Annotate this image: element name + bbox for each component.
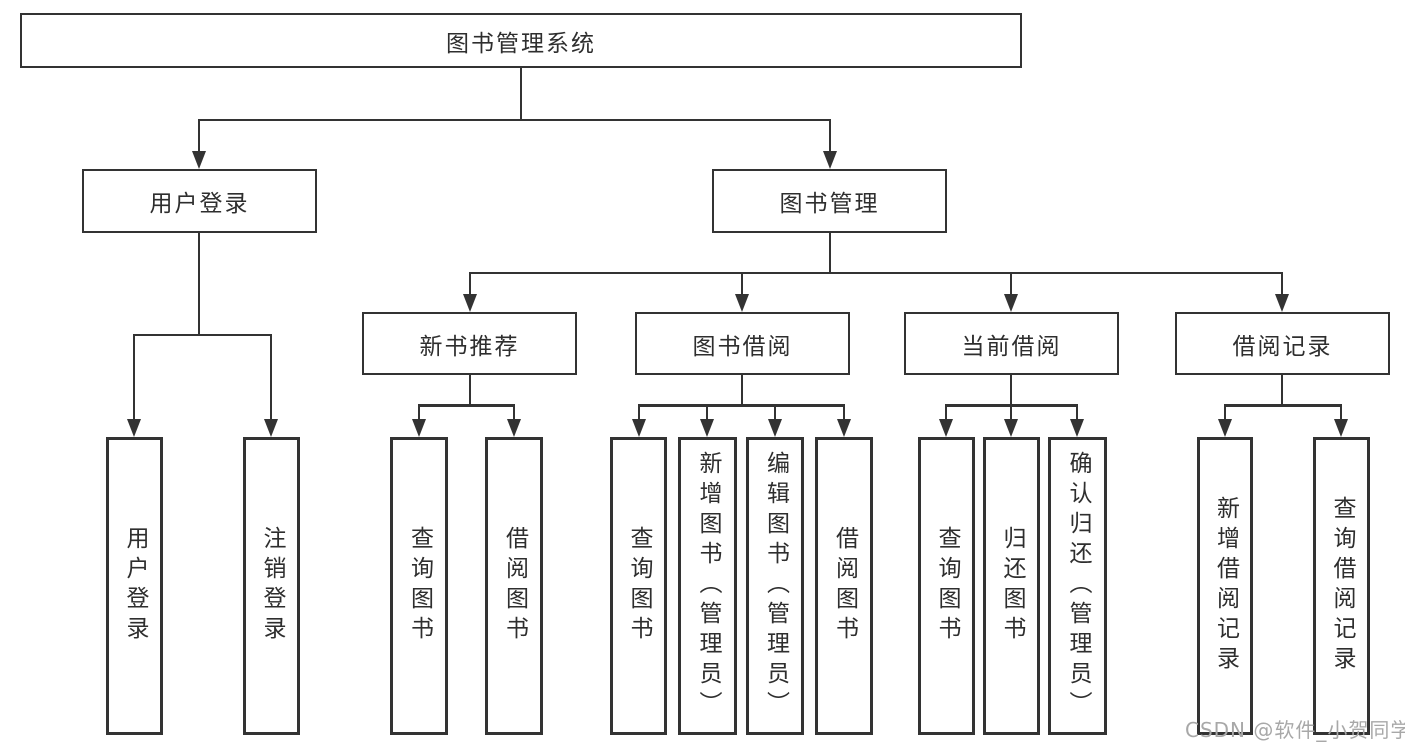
leaf-add-book-admin: 新增图书（管理员） xyxy=(678,437,737,735)
arrowhead-down-icon xyxy=(192,151,206,169)
arrowhead-down-icon xyxy=(735,294,749,312)
connector-line xyxy=(418,404,515,407)
connector-line xyxy=(843,404,845,420)
node-borrow-records: 借阅记录 xyxy=(1175,312,1390,375)
connector-line xyxy=(741,272,743,295)
leaf-logout: 注销登录 xyxy=(243,437,300,735)
leaf-label: 新增借阅记录 xyxy=(1212,496,1239,676)
arrowhead-down-icon xyxy=(412,419,426,437)
leaf-label: 用户登录 xyxy=(122,526,148,646)
connector-line xyxy=(1224,404,1342,407)
arrowhead-down-icon xyxy=(264,419,278,437)
connector-line xyxy=(638,404,640,420)
node-user-login: 用户登录 xyxy=(82,169,317,233)
leaf-label: 编辑图书（管理员） xyxy=(762,451,789,721)
connector-line xyxy=(418,404,420,420)
connector-line xyxy=(774,404,776,420)
arrowhead-down-icon xyxy=(463,294,477,312)
connector-line xyxy=(638,404,845,407)
leaf-query-books-current: 查询图书 xyxy=(918,437,975,735)
leaf-label: 归还图书 xyxy=(999,526,1025,646)
connector-line xyxy=(270,334,272,419)
leaf-label: 借阅图书 xyxy=(831,526,858,646)
leaf-label: 查询图书 xyxy=(406,526,433,646)
csdn-watermark: CSDN @软件_小贺同学 xyxy=(1185,718,1405,742)
arrowhead-down-icon xyxy=(700,419,714,437)
connector-line xyxy=(520,68,522,121)
leaf-query-borrow-record: 查询借阅记录 xyxy=(1313,437,1370,735)
connector-line xyxy=(198,119,200,151)
connector-line xyxy=(945,404,947,420)
arrowhead-down-icon xyxy=(1004,419,1018,437)
arrowhead-down-icon xyxy=(1004,294,1018,312)
connector-line xyxy=(198,233,200,336)
connector-line xyxy=(829,233,831,274)
connector-line xyxy=(1340,404,1342,420)
node-book-borrow: 图书借阅 xyxy=(635,312,850,375)
leaf-query-books-borrow: 查询图书 xyxy=(610,437,667,735)
leaf-label: 新增图书（管理员） xyxy=(695,451,721,721)
connector-line xyxy=(741,375,743,406)
arrowhead-down-icon xyxy=(507,419,521,437)
arrowhead-down-icon xyxy=(632,419,646,437)
arrowhead-down-icon xyxy=(127,419,141,437)
leaf-borrow-books-recommend: 借阅图书 xyxy=(485,437,543,735)
leaf-query-books-recommend: 查询图书 xyxy=(390,437,448,735)
connector-line xyxy=(1281,272,1283,295)
connector-line xyxy=(133,334,272,336)
leaf-label: 借阅图书 xyxy=(501,526,528,646)
leaf-label: 查询图书 xyxy=(626,526,652,646)
node-current-borrow: 当前借阅 xyxy=(904,312,1119,375)
arrowhead-down-icon xyxy=(1334,419,1348,437)
arrowhead-down-icon xyxy=(1275,294,1289,312)
connector-line xyxy=(469,375,471,406)
arrowhead-down-icon xyxy=(768,419,782,437)
arrowhead-down-icon xyxy=(1070,419,1084,437)
connector-line xyxy=(1281,375,1283,406)
leaf-user-login: 用户登录 xyxy=(106,437,163,735)
leaf-label: 确认归还（管理员） xyxy=(1065,451,1091,721)
connector-line xyxy=(1010,272,1012,295)
leaf-confirm-return-admin: 确认归还（管理员） xyxy=(1048,437,1107,735)
leaf-add-borrow-record: 新增借阅记录 xyxy=(1197,437,1253,735)
connector-line xyxy=(1010,404,1012,420)
node-library-system: 图书管理系统 xyxy=(20,13,1022,68)
connector-line xyxy=(706,404,708,420)
connector-line xyxy=(513,404,515,420)
connector-line xyxy=(469,272,1283,274)
connector-line xyxy=(469,272,471,295)
leaf-label: 注销登录 xyxy=(259,526,285,646)
leaf-label: 查询图书 xyxy=(934,526,960,646)
node-new-book-recommend: 新书推荐 xyxy=(362,312,577,375)
connector-line xyxy=(133,334,135,419)
connector-line xyxy=(1010,375,1012,406)
arrowhead-down-icon xyxy=(939,419,953,437)
connector-line xyxy=(198,119,831,121)
connector-line xyxy=(829,119,831,151)
leaf-edit-book-admin: 编辑图书（管理员） xyxy=(746,437,804,735)
connector-line xyxy=(1224,404,1226,420)
node-book-management: 图书管理 xyxy=(712,169,947,233)
arrowhead-down-icon xyxy=(823,151,837,169)
arrowhead-down-icon xyxy=(1218,419,1232,437)
leaf-return-book: 归还图书 xyxy=(983,437,1040,735)
connector-line xyxy=(1076,404,1078,420)
leaf-label: 查询借阅记录 xyxy=(1329,496,1355,676)
arrowhead-down-icon xyxy=(837,419,851,437)
leaf-borrow-books: 借阅图书 xyxy=(815,437,873,735)
